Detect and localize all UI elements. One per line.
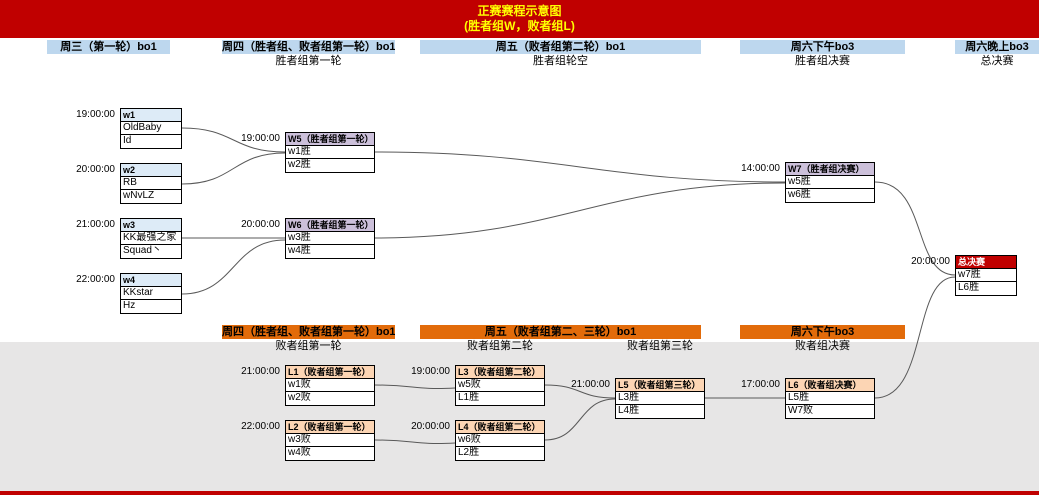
match-slot: L5胜 <box>786 392 874 405</box>
match-w4: 22:00:00 w4 KKstar Hz <box>76 273 182 314</box>
match-slot: w5胜 <box>786 176 874 189</box>
match-slot: L2胜 <box>456 447 544 460</box>
match-time: 19:00:00 <box>76 109 115 120</box>
match-time: 20:00:00 <box>911 256 950 267</box>
match-title: w4 <box>121 274 181 287</box>
subtitle-winners-bye: 胜者组轮空 <box>533 55 588 67</box>
match-time: 21:00:00 <box>241 366 280 377</box>
match-slot: w5败 <box>456 379 544 392</box>
match-slot: L6胜 <box>956 282 1016 295</box>
match-L6: 17:00:00 L6（败者组决赛） L5胜 W7败 <box>741 378 875 419</box>
subtitle-grand-final: 总决赛 <box>980 55 1014 67</box>
title-banner: 正赛赛程示意图 (胜者组W，败者组L) <box>0 0 1039 38</box>
match-title: 总决赛 <box>956 256 1016 269</box>
match-L1: 21:00:00 L1（败者组第一轮） w1败 w2败 <box>241 365 375 406</box>
match-slot: W7败 <box>786 405 874 418</box>
header-sat-afternoon-top: 周六下午bo3 <box>740 40 905 54</box>
header-thu-losers: 周四（胜者组、败者组第一轮）bo1 <box>222 325 395 339</box>
match-slot: w3败 <box>286 434 374 447</box>
subtitle-losers-round1: 败者组第一轮 <box>275 340 342 352</box>
match-slot: w2胜 <box>286 159 374 172</box>
subtitle-winners-final: 胜者组决赛 <box>795 55 850 67</box>
header-sat-evening: 周六晚上bo3 <box>955 40 1039 54</box>
match-time: 19:00:00 <box>241 133 280 144</box>
match-time: 22:00:00 <box>76 274 115 285</box>
match-W5: 19:00:00 W5（胜者组第一轮） w1胜 w2胜 <box>241 132 375 173</box>
match-slot: KK最强之家 <box>121 232 181 245</box>
match-L2: 22:00:00 L2（败者组第一轮） w3败 w4败 <box>241 420 375 461</box>
match-slot: w1败 <box>286 379 374 392</box>
match-title: L1（败者组第一轮） <box>286 366 374 379</box>
match-slot: L3胜 <box>616 392 704 405</box>
match-L3: 19:00:00 L3（败者组第二轮） w5败 L1胜 <box>411 365 545 406</box>
match-title: L3（败者组第二轮） <box>456 366 544 379</box>
match-slot: wNvLZ <box>121 190 181 203</box>
match-title: L4（败者组第二轮） <box>456 421 544 434</box>
match-title: W5（胜者组第一轮） <box>286 133 374 146</box>
match-slot: w6败 <box>456 434 544 447</box>
match-w1: 19:00:00 w1 OldBaby Id <box>76 108 182 149</box>
header-wed-round1: 周三（第一轮）bo1 <box>47 40 170 54</box>
match-slot: w7胜 <box>956 269 1016 282</box>
match-time: 20:00:00 <box>76 164 115 175</box>
page-subtitle: (胜者组W，败者组L) <box>464 19 575 33</box>
match-slot: w2败 <box>286 392 374 405</box>
match-slot: w4胜 <box>286 245 374 258</box>
match-slot: KKstar <box>121 287 181 300</box>
subtitle-losers-round2: 败者组第二轮 <box>467 340 533 352</box>
match-slot: OldBaby <box>121 122 181 135</box>
match-slot: w4败 <box>286 447 374 460</box>
header-fri-losers: 周五（败者组第二、三轮）bo1 <box>420 325 701 339</box>
match-L5: 21:00:00 L5（败者组第三轮） L3胜 L4胜 <box>571 378 705 419</box>
match-slot: w3胜 <box>286 232 374 245</box>
match-slot: w1胜 <box>286 146 374 159</box>
match-grand-final: 20:00:00 总决赛 w7胜 L6胜 <box>911 255 1017 296</box>
match-time: 14:00:00 <box>741 163 780 174</box>
match-title: w2 <box>121 164 181 177</box>
match-slot: L4胜 <box>616 405 704 418</box>
match-time: 21:00:00 <box>76 219 115 230</box>
header-fri-winners: 周五（败者组第二轮）bo1 <box>420 40 701 54</box>
match-time: 20:00:00 <box>241 219 280 230</box>
match-time: 20:00:00 <box>411 421 450 432</box>
page-title: 正赛赛程示意图 <box>477 4 562 18</box>
header-thu-winners: 周四（胜者组、败者组第一轮）bo1 <box>222 40 395 54</box>
subtitle-winners-round1: 胜者组第一轮 <box>275 55 342 67</box>
match-slot: w6胜 <box>786 189 874 202</box>
match-title: L5（败者组第三轮） <box>616 379 704 392</box>
match-time: 22:00:00 <box>241 421 280 432</box>
match-slot: Hz <box>121 300 181 313</box>
match-title: L2（败者组第一轮） <box>286 421 374 434</box>
match-title: L6（败者组决赛） <box>786 379 874 392</box>
match-w2: 20:00:00 w2 RB wNvLZ <box>76 163 182 204</box>
match-slot: Id <box>121 135 181 148</box>
match-time: 17:00:00 <box>741 379 780 390</box>
subtitle-losers-final: 败者组决赛 <box>795 340 850 352</box>
match-L4: 20:00:00 L4（败者组第二轮） w6败 L2胜 <box>411 420 545 461</box>
match-time: 19:00:00 <box>411 366 450 377</box>
match-title: W6（胜者组第一轮） <box>286 219 374 232</box>
match-W6: 20:00:00 W6（胜者组第一轮） w3胜 w4胜 <box>241 218 375 259</box>
match-W7: 14:00:00 W7（胜者组决赛） w5胜 w6胜 <box>741 162 875 203</box>
header-sat-afternoon-bottom: 周六下午bo3 <box>740 325 905 339</box>
match-slot: Squad丶 <box>121 245 181 258</box>
match-slot: RB <box>121 177 181 190</box>
subtitle-losers-round3: 败者组第三轮 <box>627 340 693 352</box>
match-title: W7（胜者组决赛） <box>786 163 874 176</box>
bottom-red-strip <box>0 491 1039 495</box>
match-w3: 21:00:00 w3 KK最强之家 Squad丶 <box>76 218 182 259</box>
match-time: 21:00:00 <box>571 379 610 390</box>
match-title: w3 <box>121 219 181 232</box>
match-slot: L1胜 <box>456 392 544 405</box>
match-title: w1 <box>121 109 181 122</box>
